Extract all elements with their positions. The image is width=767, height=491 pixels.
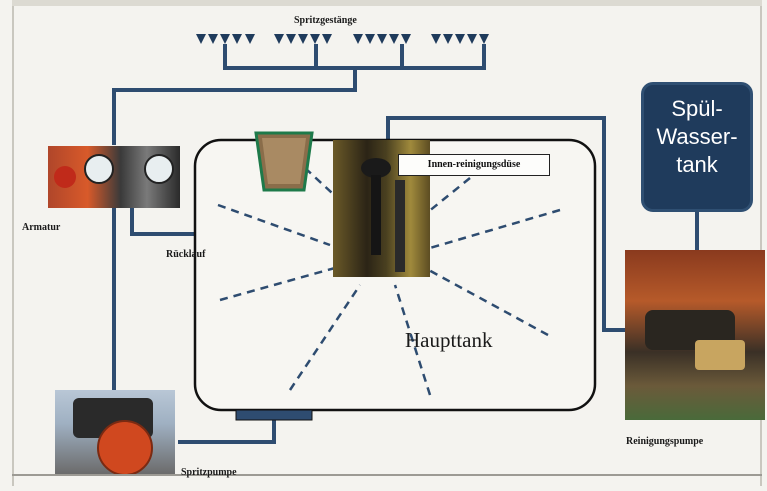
nozzle-7 bbox=[286, 34, 296, 44]
frame-bottom bbox=[12, 474, 762, 476]
spuel-wassertank: Spül- Wasser- tank bbox=[641, 82, 753, 212]
label-armatur: Armatur bbox=[22, 222, 61, 233]
armatur-photo bbox=[48, 146, 180, 208]
label-haupttank: Haupttank bbox=[405, 328, 493, 352]
spray-line-4 bbox=[288, 284, 362, 391]
boom-manifold bbox=[223, 44, 486, 70]
nozzle-3 bbox=[220, 34, 230, 44]
tank-outlet bbox=[235, 409, 313, 421]
label-reinigungspumpe: Reinigungspumpe bbox=[626, 436, 704, 447]
spuel-line-2: Wasser- bbox=[656, 124, 738, 149]
nozzle-5 bbox=[245, 34, 255, 44]
nozzle-12 bbox=[365, 34, 375, 44]
spray-line-2 bbox=[217, 203, 331, 247]
frame-left bbox=[12, 6, 14, 486]
spray-line-7 bbox=[429, 208, 561, 250]
spray-line-8 bbox=[427, 177, 471, 213]
frame-right bbox=[760, 6, 762, 486]
boom-feed-pipe bbox=[112, 68, 357, 145]
pump-to-tank-pipe bbox=[178, 420, 276, 444]
nozzle-13 bbox=[377, 34, 387, 44]
nozzle-9 bbox=[310, 34, 320, 44]
nozzle-11 bbox=[353, 34, 363, 44]
nozzle-10 bbox=[322, 34, 332, 44]
spray-line-3 bbox=[219, 266, 336, 302]
nozzle-14 bbox=[389, 34, 399, 44]
reinigungspumpe-photo bbox=[625, 250, 765, 420]
nozzle-16 bbox=[431, 34, 441, 44]
nozzle-17 bbox=[443, 34, 453, 44]
label-innen-reinigungsduese: Innen-reinigungsdüse bbox=[398, 154, 550, 176]
nozzle-15 bbox=[401, 34, 411, 44]
spuel-line-3: tank bbox=[676, 152, 718, 177]
nozzle-4 bbox=[232, 34, 242, 44]
fill-funnel bbox=[254, 131, 314, 192]
nozzle-8 bbox=[298, 34, 308, 44]
nozzle-19 bbox=[467, 34, 477, 44]
label-spritzgestaenge: Spritzgestänge bbox=[294, 15, 357, 26]
nozzle-1 bbox=[196, 34, 206, 44]
nozzle-6 bbox=[274, 34, 284, 44]
spray-line-6 bbox=[424, 266, 549, 337]
spuel-line-1: Spül- bbox=[671, 96, 723, 121]
nozzle-20 bbox=[479, 34, 489, 44]
label-spritzpumpe: Spritzpumpe bbox=[181, 467, 237, 478]
spray-pattern bbox=[217, 167, 561, 396]
nozzle-row bbox=[196, 34, 489, 44]
frame-top bbox=[12, 0, 762, 6]
label-ruecklauf: Rücklauf bbox=[166, 249, 206, 260]
nozzle-2 bbox=[208, 34, 218, 44]
cleaning-supply-pipe bbox=[386, 116, 646, 332]
spray-line-5 bbox=[393, 284, 432, 396]
spritzpumpe-photo bbox=[55, 390, 175, 474]
nozzle-18 bbox=[455, 34, 465, 44]
